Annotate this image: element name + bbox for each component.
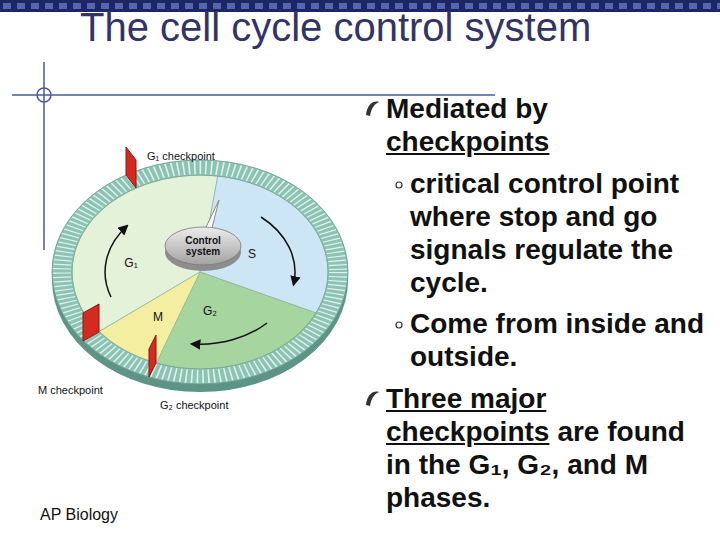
cycle-arrow [105,226,127,297]
phase-g2: G₂ [195,302,225,322]
wheel-ring [62,168,338,377]
sub-bullet-text: critical control point where stop and go… [410,168,679,298]
checkpoint-flag [149,335,156,377]
control-system-disc: Control system [164,223,242,273]
wheel-rim [52,160,348,384]
wheel-side [52,168,348,392]
wheel-ticks [62,168,338,377]
footer-label: AP Biology [40,506,118,524]
slide-title: The cell cycle control system [80,5,591,50]
node-label: M [153,311,163,324]
bullet-icon [366,102,379,116]
disc-top [165,227,241,265]
checkpoint-flag [83,304,99,341]
checkpoint-flag [126,147,136,188]
node-label: G₂ [203,305,217,318]
phase-rim [72,175,328,369]
side-rule [43,62,45,250]
bullet-text: Mediated by [386,92,712,125]
bullet-text: checkpoints [386,125,712,158]
cell-cycle-wheel [52,160,348,384]
bullet-paragraph: Three major checkpointsare found in the … [386,382,712,514]
node-label: G₁ [124,257,137,270]
rule-circle [37,88,51,102]
bullet-text: Three major checkpoints [386,383,549,447]
checkpoint-label: M checkpoint [38,384,103,396]
bullet-paragraph: Mediated bycheckpoints [386,92,712,158]
checkpoint-label: G₂ checkpoint [160,399,228,411]
node-label: Control system [177,235,229,257]
cycle-arrow [192,323,267,344]
wheel-edge [52,168,348,392]
phase-s: S [240,245,264,265]
sub-bullet-paragraph: critical control point where stop and go… [410,167,720,299]
bullet-icon [366,392,379,406]
node-label: S [248,248,256,261]
sub-bullet-text: Come from inside and outside. [410,308,704,372]
cycle-arrow [261,217,295,285]
checkpoint-label: G₁ checkpoint [147,150,215,162]
sub-bullet [396,182,402,188]
sub-bullet [396,322,402,328]
phase-m: M [146,308,170,328]
sub-bullet-paragraph: Come from inside and outside. [410,307,720,373]
phase-g1: G₁ [114,254,148,274]
